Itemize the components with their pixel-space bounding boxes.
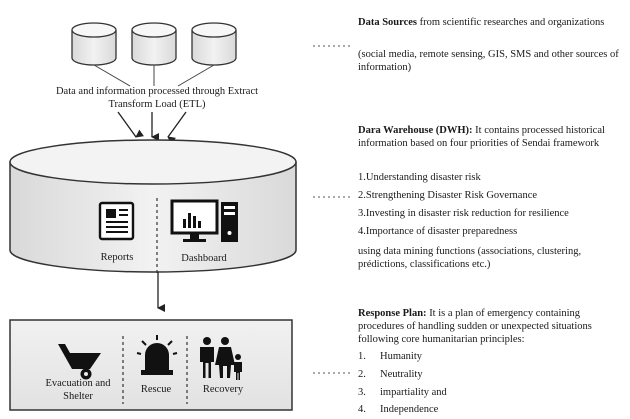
reports-icon bbox=[98, 201, 135, 241]
principle-label: Independence bbox=[380, 404, 439, 415]
source-database-icon bbox=[131, 22, 177, 66]
data-sources-title: Data Sources bbox=[358, 17, 418, 28]
principle-number: 1. bbox=[358, 351, 366, 362]
dwh-priority: 1.Understanding disaster risk bbox=[358, 172, 481, 183]
dwh-priority: 4.Importance of disaster preparedness bbox=[358, 226, 518, 237]
principle-number: 4. bbox=[358, 404, 366, 415]
principle-label: Neutrality bbox=[380, 369, 423, 380]
reports-label: Reports bbox=[100, 252, 134, 263]
family-icon bbox=[200, 337, 242, 380]
principle-number: 2. bbox=[358, 369, 366, 380]
etl-label: Data and information processed through E… bbox=[55, 86, 259, 110]
source-database-icon bbox=[71, 22, 117, 66]
data-warehouse-cylinder bbox=[9, 139, 297, 273]
response-annotation: Response Plan: It is a plan of emergency… bbox=[358, 307, 626, 346]
dwh-note: using data mining functions (association… bbox=[358, 246, 582, 270]
dwh-priority: 2.Strengthening Disaster Risk Governance bbox=[358, 190, 538, 201]
siren-icon bbox=[136, 335, 178, 375]
dwh-text: It contains processed historical informa… bbox=[358, 125, 605, 149]
dwh-annotation: Dara Warehouse (DWH): It contains proces… bbox=[358, 124, 623, 150]
response-title: Response Plan: bbox=[358, 308, 427, 319]
principle-number: 3. bbox=[358, 387, 366, 398]
dashboard-label: Dashboard bbox=[181, 253, 227, 264]
recovery-label: Recovery bbox=[202, 384, 244, 395]
dwh-priority: 3.Investing in disaster risk reduction f… bbox=[358, 208, 569, 219]
response-text: It is a plan of emergency containing pro… bbox=[358, 308, 592, 345]
evacuation-label: Evacuation and Shelter bbox=[45, 378, 111, 402]
dwh-title: Dara Warehouse (DWH): bbox=[358, 125, 473, 136]
data-sources-text: from scientific researches and organizat… bbox=[419, 17, 605, 28]
source-database-icon bbox=[191, 22, 237, 66]
dashboard-icon bbox=[170, 199, 238, 242]
data-sources-note: (social media, remote sensing, GIS, SMS … bbox=[358, 49, 619, 73]
rescue-label: Rescue bbox=[140, 384, 172, 395]
principle-label: impartiality and bbox=[380, 387, 447, 398]
etl-connectors bbox=[93, 64, 215, 87]
data-sources-annotation: Data Sources from scientific researches … bbox=[358, 16, 620, 29]
etl-arrows bbox=[117, 111, 187, 145]
wheelbarrow-icon bbox=[58, 344, 101, 380]
principle-label: Humanity bbox=[380, 351, 422, 362]
